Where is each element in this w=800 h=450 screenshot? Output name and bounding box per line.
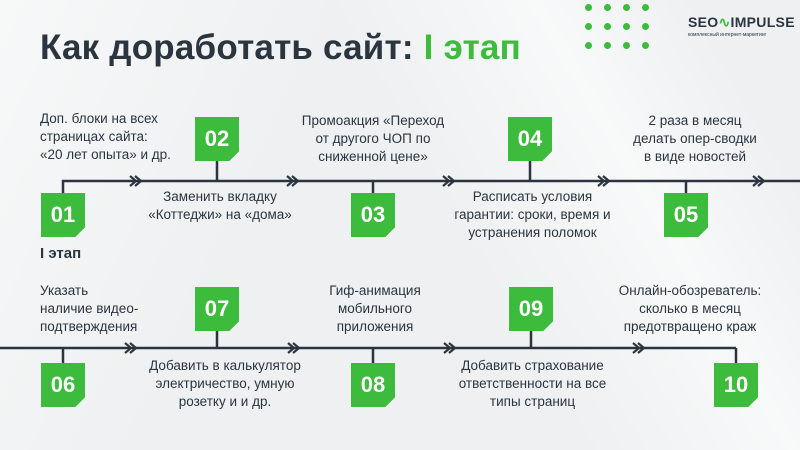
step-badge-02: 02 (195, 117, 239, 161)
step-text-02: Заменить вкладку «Коттеджи» на «дома» (148, 189, 292, 222)
step-text-04: Расписать условия гарантии: сроки, время… (454, 189, 611, 240)
step-badge-05: 05 (664, 193, 708, 237)
step-text-09: Добавить страхование ответственности на … (458, 358, 607, 409)
seo-impulse-logo: SEO∿IMPULSE комплексный интернет-маркети… (688, 14, 795, 38)
step-badge-07: 07 (195, 287, 239, 331)
step-badge-08: 08 (351, 363, 395, 407)
step-badge-06: 06 (41, 363, 85, 407)
step-badge-10: 10 (714, 363, 758, 407)
step-text-03: Промоакция «Переход от другого ЧОП по сн… (301, 113, 445, 164)
step-text-05: 2 раза в месяц делать опер-сводки в виде… (633, 113, 757, 164)
step-text-10: Онлайн-обозреватель: сколько в месяц пре… (618, 283, 762, 334)
step-text-01: Доп. блоки на всех страницах сайта: «20 … (40, 111, 171, 162)
step-text-06: Указать наличие видео- подтверждения (40, 283, 139, 334)
step-badge-09: 09 (509, 287, 553, 331)
step-text-08: Гиф-анимация мобильного приложения (329, 283, 421, 334)
step-badge-03: 03 (351, 193, 395, 237)
step-text-07: Добавить в калькулятор электричество, ум… (149, 358, 301, 409)
step-badge-04: 04 (508, 117, 552, 161)
stage-label: I этап (40, 245, 82, 262)
page-title: Как доработать сайт: I этап (40, 28, 521, 67)
step-badge-01: 01 (41, 193, 85, 237)
